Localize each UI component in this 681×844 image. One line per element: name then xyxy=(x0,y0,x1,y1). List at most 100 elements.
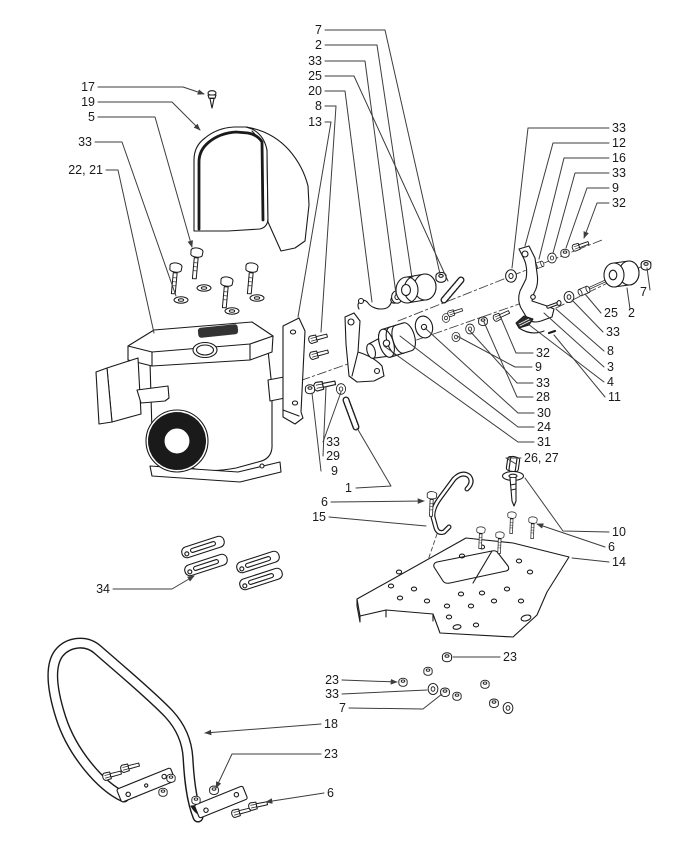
callout-label-23: 23 xyxy=(325,673,339,687)
callout-label-28: 28 xyxy=(536,390,550,404)
engine-brand-sticker xyxy=(197,324,239,338)
fan-fins xyxy=(148,412,206,470)
callout-label-29: 29 xyxy=(326,449,340,463)
callout-leader-6 xyxy=(265,792,325,804)
clutch-drum xyxy=(366,322,416,359)
parts-layer xyxy=(47,90,652,823)
callout-leader-28 xyxy=(483,321,534,398)
kickstand xyxy=(501,455,525,507)
engine xyxy=(95,321,286,483)
callout-leader-33 xyxy=(322,391,342,443)
callout-label-9: 9 xyxy=(331,464,338,478)
callout-label-14: 14 xyxy=(612,555,626,569)
callout-leader-22-21 xyxy=(105,169,155,334)
callout-label-22-21: 22, 21 xyxy=(68,163,103,177)
callout-leader-13 xyxy=(297,121,332,318)
callout-label-12: 12 xyxy=(612,136,626,150)
pressure-disc xyxy=(414,315,434,339)
callout-leader-33 xyxy=(571,299,604,333)
pulley-right xyxy=(563,260,640,304)
callout-leader-33 xyxy=(511,127,610,269)
callout-leader-2 xyxy=(626,287,631,310)
callout-label-7: 7 xyxy=(315,23,322,37)
callout-label-34: 34 xyxy=(96,582,110,596)
callout-label-33: 33 xyxy=(612,121,626,135)
callout-label-2: 2 xyxy=(628,306,635,320)
callout-label-33: 33 xyxy=(536,376,550,390)
callout-label-31: 31 xyxy=(537,435,551,449)
callout-leader-6 xyxy=(330,498,425,504)
j-hook-rod xyxy=(430,471,474,535)
callout-leader-8 xyxy=(555,308,605,352)
callout-leader-14 xyxy=(571,557,610,563)
callout-label-9: 9 xyxy=(612,181,619,195)
callout-label-4: 4 xyxy=(607,375,614,389)
bracket-plate xyxy=(282,317,306,425)
callout-label-9: 9 xyxy=(535,360,542,374)
callout-label-15: 15 xyxy=(312,510,326,524)
push-pin xyxy=(207,90,217,109)
pulley-right-nut xyxy=(640,260,652,271)
callout-leader-23 xyxy=(215,753,322,789)
callout-label-7: 7 xyxy=(640,285,647,299)
callout-label-24: 24 xyxy=(537,420,551,434)
callout-leader-19 xyxy=(97,101,201,131)
callout-leader-9 xyxy=(456,335,533,368)
callout-leader-3 xyxy=(543,312,605,368)
callout-label-2: 2 xyxy=(315,38,322,52)
callout-label-6: 6 xyxy=(608,540,615,554)
callout-leader-7 xyxy=(646,267,651,291)
right-hardware-row xyxy=(505,239,591,283)
callout-label-33: 33 xyxy=(606,325,620,339)
callout-leader-11 xyxy=(553,334,606,398)
callout-leader-33 xyxy=(324,60,397,295)
callout-leader-32 xyxy=(583,202,610,239)
callout-label-33: 33 xyxy=(308,54,322,68)
callout-leader-9 xyxy=(565,187,610,249)
callout-leader-7 xyxy=(324,29,441,275)
callout-leader-33 xyxy=(341,689,428,695)
callout-leader-33 xyxy=(94,141,177,297)
callout-label-33: 33 xyxy=(325,687,339,701)
callout-label-17: 17 xyxy=(81,80,95,94)
callout-leader-23 xyxy=(341,678,398,685)
callout-leader-25 xyxy=(584,293,602,314)
callout-label-5: 5 xyxy=(88,110,95,124)
callout-leader-1 xyxy=(355,427,392,489)
callout-label-19: 19 xyxy=(81,95,95,109)
mount-bolts xyxy=(166,246,265,315)
callout-leader-7 xyxy=(348,693,443,710)
callout-leader-20 xyxy=(324,90,373,303)
callout-label-32: 32 xyxy=(612,196,626,210)
callout-label-33: 33 xyxy=(326,435,340,449)
base-plate xyxy=(356,511,570,638)
loose-fasteners xyxy=(398,652,514,715)
callout-label-33: 33 xyxy=(612,166,626,180)
callout-label-13: 13 xyxy=(308,115,322,129)
callout-label-30: 30 xyxy=(537,406,551,420)
callout-label-6: 6 xyxy=(321,495,328,509)
callout-label-16: 16 xyxy=(612,151,626,165)
callout-label-10: 10 xyxy=(612,525,626,539)
callout-label-25: 25 xyxy=(308,69,322,83)
shims xyxy=(181,535,283,591)
callout-leader-25 xyxy=(324,75,449,282)
plate-fasteners xyxy=(304,331,347,395)
callout-label-18: 18 xyxy=(324,717,338,731)
axis-hardware xyxy=(441,306,511,343)
callout-label-1: 1 xyxy=(345,481,352,495)
callout-label-11: 11 xyxy=(608,390,621,404)
callout-leader-32 xyxy=(500,317,534,354)
callout-leader-5 xyxy=(97,116,193,248)
handle-bracket-right xyxy=(194,785,248,819)
callout-leader-34 xyxy=(112,575,195,590)
callout-label-26-27: 26, 27 xyxy=(524,451,559,465)
callout-label-23: 23 xyxy=(503,650,517,664)
callout-leader-12 xyxy=(524,142,610,247)
callout-leader-8 xyxy=(320,105,337,333)
callout-leader-33 xyxy=(468,329,534,384)
callout-label-7: 7 xyxy=(339,701,346,715)
